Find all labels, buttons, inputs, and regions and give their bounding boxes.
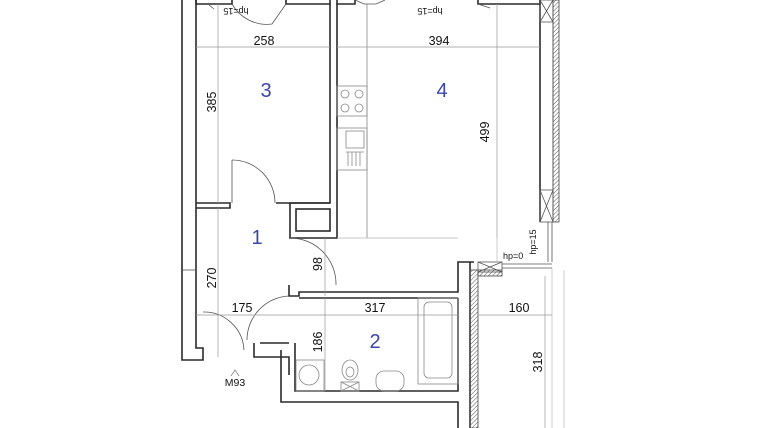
entry-mark-label: M93 — [225, 377, 246, 389]
room-number-1: 1 — [251, 227, 262, 249]
top-window-markers — [207, 0, 491, 10]
entry-arrow-icon — [230, 369, 240, 377]
dim-bath-width: 317 — [365, 301, 386, 315]
dim-room3-width: 258 — [254, 34, 275, 48]
kitchen-counter — [336, 4, 368, 238]
dim-bath-height: 186 — [311, 332, 325, 353]
dim-hall-width: 175 — [232, 301, 253, 315]
dim-hall-height: 270 — [205, 268, 219, 289]
bathroom-fixtures — [295, 297, 459, 392]
partition-3-4 — [289, 4, 338, 239]
dim-balcony-width: 160 — [509, 301, 530, 315]
door-bathroom — [246, 295, 290, 341]
dim-room4-height: 499 — [478, 122, 492, 143]
top-walls — [195, 0, 541, 5]
window-wall-right — [539, 0, 560, 262]
dimension-lines — [196, 4, 552, 428]
sill-label-room3: hp=15 — [223, 6, 248, 16]
dim-balcony-height: 318 — [531, 352, 545, 373]
sill-label-balcony-door: hp=0 — [503, 251, 523, 261]
partition-3-1 — [196, 202, 330, 209]
exterior-wall-left — [181, 0, 204, 361]
door-hall-passage — [289, 237, 337, 286]
door-swing-top — [231, 3, 287, 25]
room-number-4: 4 — [436, 80, 447, 102]
sill-label-side-window: hp=15 — [528, 229, 538, 254]
room-number-3: 3 — [260, 80, 271, 102]
hall-bath-walls — [253, 261, 474, 428]
balcony-wall — [469, 261, 565, 428]
door-room3 — [231, 159, 276, 204]
sill-label-room4: hp=15 — [417, 6, 442, 16]
dim-room4-width: 394 — [429, 34, 450, 48]
room-number-2: 2 — [369, 331, 380, 353]
dim-room3-height: 385 — [205, 92, 219, 113]
door-entry — [202, 311, 245, 351]
dim-hall-passage: 98 — [311, 257, 325, 271]
